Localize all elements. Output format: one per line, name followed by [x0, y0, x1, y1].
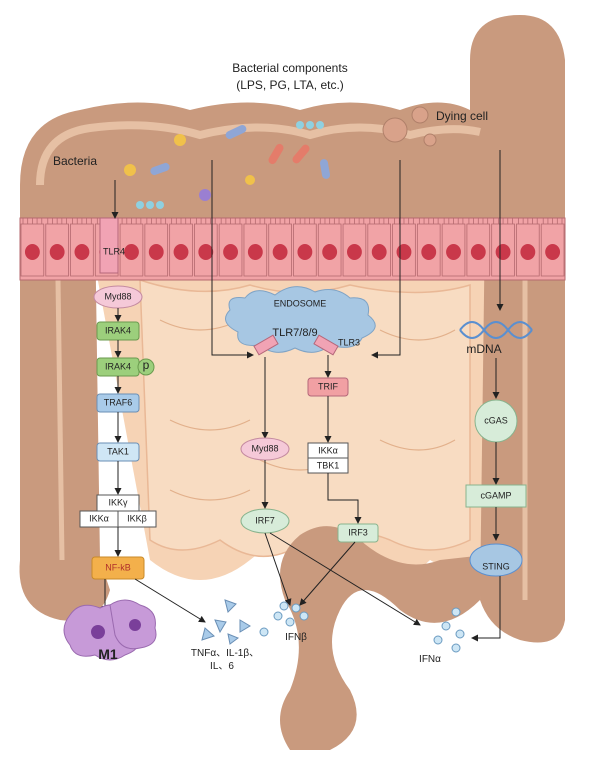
cell-nucleus [470, 244, 486, 260]
ikka-mid-label: IKKα [318, 445, 338, 455]
dying-cell-label: Dying cell [436, 109, 488, 123]
ifnb-particles [259, 601, 309, 637]
cell-nucleus [49, 244, 65, 260]
cell-nucleus [148, 244, 164, 260]
tbk1-label: TBK1 [317, 460, 340, 470]
tlr3-label: TLR3 [338, 337, 360, 347]
cytokine-particles [201, 599, 251, 645]
cell-nucleus [74, 244, 90, 260]
cytokines-label-2: IL、6 [210, 661, 234, 672]
sigmoid-rectum [280, 526, 485, 750]
irf3-node [337, 523, 379, 543]
cgas-sting-pathway: mDNA cGAS cGAMP STING IFNα [419, 150, 533, 665]
sting-node [469, 543, 523, 577]
tak1-label: TAK1 [107, 446, 129, 456]
m1-label: M1 [98, 646, 118, 662]
cell-nucleus [223, 244, 238, 260]
tlr789-receptor [253, 334, 279, 356]
irf3-label: IRF3 [348, 527, 368, 537]
irak4-label-a: IRAK4 [105, 325, 131, 335]
cgamp-label: cGAMP [480, 490, 511, 500]
endosome-pathway: ENDOSOME TLR7/8/9 TLR3 Myd88 IRF7 TRIF I… [211, 160, 421, 643]
epithelial-cells [20, 218, 565, 277]
cell-nucleus [297, 244, 313, 260]
myd88-mid-label: Myd88 [251, 443, 278, 453]
tlr4-receptor [99, 217, 119, 274]
cell-nucleus [446, 244, 461, 260]
trif-label: TRIF [318, 381, 338, 391]
cell-nucleus [322, 244, 338, 260]
bacterial-components-subtitle: (LPS, PG, LTA, etc.) [236, 78, 344, 92]
cell-nucleus [495, 244, 511, 260]
ikkg-label: IKKγ [108, 497, 128, 507]
tlr4-label: TLR4 [103, 246, 125, 256]
cytokines-label-1: TNFα、IL-1β、 [191, 648, 259, 659]
bacteria-label: Bacteria [53, 154, 97, 168]
bacteria-decorations [124, 106, 437, 209]
cgas-label: cGAS [484, 415, 508, 425]
nfkb-label: NF-kB [105, 562, 131, 572]
endosome-label: ENDOSOME [274, 298, 327, 308]
cell-nucleus [272, 244, 288, 260]
ikka-left-label: IKKα [89, 513, 109, 523]
traf6-label: TRAF6 [104, 397, 133, 407]
cell-nucleus [421, 244, 437, 260]
ifna-particles [433, 607, 465, 653]
irak4-label-b: IRAK4 [105, 361, 131, 371]
ikkb-label: IKKβ [127, 513, 147, 523]
intestine-illustration [19, 15, 566, 750]
cell-nucleus [371, 244, 387, 260]
ifnb-label: IFNβ [285, 632, 307, 643]
ikkb-node [117, 510, 157, 528]
cell-nucleus [198, 244, 214, 260]
cell-nucleus [520, 244, 536, 260]
phospho-label: p [143, 358, 150, 372]
tlr3-receptor [313, 334, 339, 356]
cell-nucleus [124, 244, 139, 260]
tlr789-label: TLR7/8/9 [272, 327, 317, 339]
cell-nucleus [347, 244, 362, 260]
tlr4-pathway: TLR4 Myd88 IRAK4 IRAK4 p TRAF6 TAK1 IKKγ… [63, 180, 259, 672]
myd88-left-label: Myd88 [104, 291, 131, 301]
ifna-label: IFNα [419, 654, 441, 665]
cell-nucleus [545, 244, 561, 260]
phospho-marker [137, 358, 155, 376]
irf7-label: IRF7 [255, 515, 275, 525]
mdna-helix [459, 321, 533, 339]
bacterial-components-title: Bacterial components [232, 61, 347, 75]
cell-nucleus [247, 244, 263, 260]
sting-label: STING [482, 561, 510, 571]
nfkb-node [91, 556, 145, 580]
small-intestine [139, 278, 471, 557]
cell-nucleus [24, 244, 40, 260]
mdna-label: mDNA [466, 342, 501, 356]
m1-macrophages [63, 599, 157, 661]
cell-nucleus [396, 244, 412, 260]
cell-nucleus [173, 244, 189, 260]
